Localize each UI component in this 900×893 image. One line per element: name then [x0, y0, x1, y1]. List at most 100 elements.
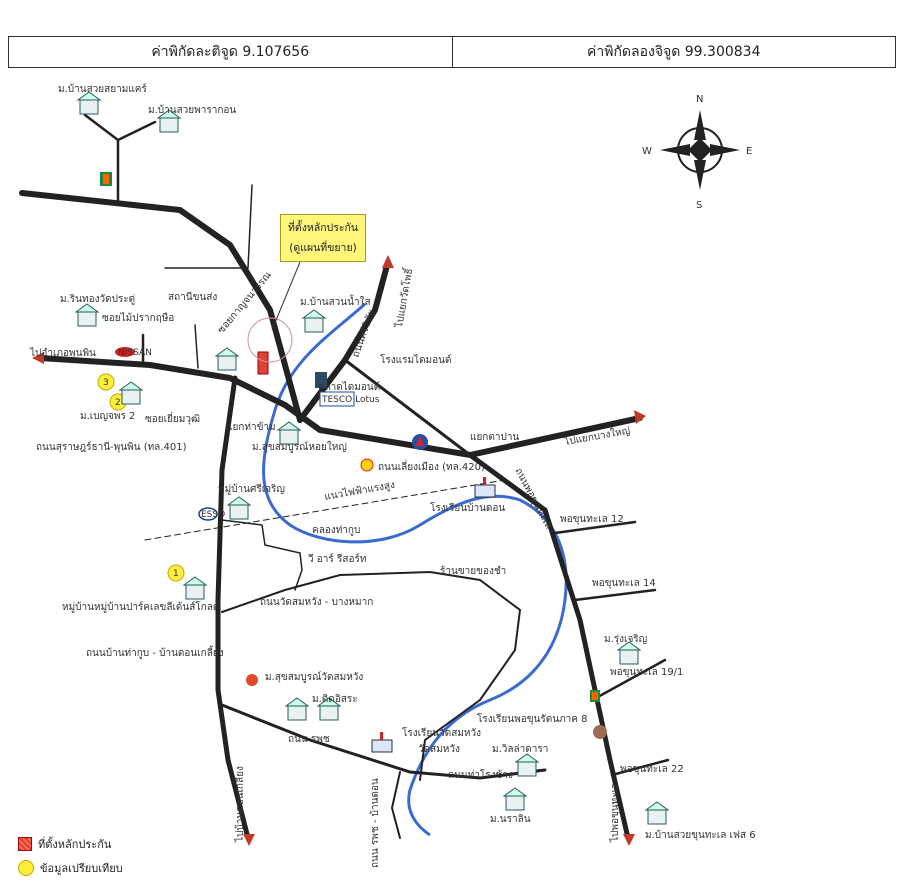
tesco-logo — [319, 391, 355, 407]
label-village-suanamai: ม.บ้านสวนน้ำใส — [300, 294, 371, 308]
nissan-logo — [115, 347, 135, 357]
label-road-liangmuang: ถนนเลี่ยงเมือง (ทล.420) — [378, 459, 485, 473]
house-icon — [514, 753, 540, 777]
house-icon — [74, 303, 100, 327]
label-to-phochun: ไปพอขุนทะเล — [609, 783, 621, 843]
label-soi-yiamkun: ซอยเยี่ยมวุฒิ — [145, 411, 200, 425]
road-diamond — [343, 358, 472, 457]
road-phochun12 — [553, 520, 637, 535]
marker-3: 3 — [103, 378, 109, 388]
compass-s: S — [696, 200, 702, 211]
esso-label: ESSO — [201, 510, 225, 520]
latitude-label: ค่าพิกัดละติจูด 9.107656 — [151, 44, 310, 60]
landmark-icon — [593, 725, 607, 739]
label-market-diamond: ตลาดไดมอนด์ — [318, 381, 380, 393]
road-north-west — [19, 190, 303, 423]
arrow-donkliang — [243, 834, 255, 846]
label-village-chuchat: ม.ติดอิสระ — [312, 694, 358, 705]
legend-row-collateral: ที่ตั้งหลักประกัน — [18, 834, 123, 854]
label-phochun22: พอขุนทะเล 22 — [620, 764, 684, 775]
compass-e: E — [746, 146, 752, 157]
brand-logos: NISSAN ESSO TESCO Lotus — [100, 172, 607, 739]
esso-logo — [198, 507, 218, 521]
label-village-villa: ม.วิลล่าดารา — [492, 744, 548, 755]
label-phochun14: พอขุนทะเล 14 — [592, 578, 656, 589]
collateral-circle — [247, 317, 293, 363]
map-legend: ที่ตั้งหลักประกัน ข้อมูลเปรียบเทียบ — [18, 834, 123, 882]
coordinate-table: ค่าพิกัดละติจูด 9.107656 ค่าพิกัดลองจิจู… — [8, 36, 896, 68]
label-soi-prakrit: ซอยไม้ปรากฤษือ — [102, 312, 174, 324]
house-icon — [156, 109, 182, 133]
marker-1: 1 — [173, 569, 179, 579]
label-village-sukmanee: ม.สุขสมบูรณ์หอยใหญ่ — [252, 441, 347, 453]
road-watsamwang — [221, 570, 522, 781]
label-road-watsamwang: ถนนวัดสมหวัง - บางหมาก — [260, 597, 373, 608]
house-icon — [284, 697, 310, 721]
school-icons — [371, 477, 496, 753]
label-village-sukmanee2: ม.สุขสมบูรณ์วัดสมหวัง — [265, 671, 363, 683]
arrow-watpho — [382, 255, 394, 268]
comparison-swatch-icon — [18, 860, 34, 876]
road-phochun14 — [573, 588, 657, 602]
road-phochun19 — [594, 658, 667, 700]
label-village-suanpraknon: ม.บ้านสวยพารากอน — [148, 104, 236, 116]
label-school-phochun: โรงเรียนพอขุนรัตนภาค 8 — [477, 712, 588, 725]
road-upper-branch-r — [116, 120, 157, 142]
arrow-bangyai — [634, 410, 646, 424]
road-soi-kanjan — [194, 324, 199, 369]
label-wat-samwang: วัดสมหวัง — [418, 744, 460, 755]
compass-rose: N S E W — [642, 94, 752, 211]
house-icon — [214, 347, 240, 371]
road-north-spur — [164, 184, 253, 269]
collateral-callout: ที่ตั้งหลักประกัน (ดูแผนที่ขยาย) — [280, 214, 366, 262]
label-road-rpch: ถนน รพช — [288, 734, 330, 745]
collateral-swatch-icon — [18, 837, 32, 851]
road-srivichai — [297, 259, 391, 423]
road-phochun22 — [610, 758, 670, 777]
label-to-donkliang: ไปบ้านดอนเกลี้ยง — [232, 766, 246, 843]
label-junction-thakhanon: แยกท่าข้าม — [226, 421, 276, 433]
house-icon — [316, 697, 342, 721]
label-road-rpch2: ถนน รพช - บ้านดอน — [369, 778, 381, 868]
house-icon — [118, 381, 144, 405]
label-shrine: ร้านขายของชำ — [440, 565, 506, 577]
direction-arrows — [32, 255, 646, 846]
label-village-phase6: ม.บ้านสวยขุนทะเล เฟส 6 — [645, 829, 756, 841]
label-to-watpho: ไปแยกวัดโพธิ์ — [391, 266, 416, 330]
label-village-thasuan: หมู่บ้านศรีเจริญ — [218, 483, 285, 495]
label-road-thakup: ถนนบ้านท่ากูบ - บ้านดอนเกลี้ยง — [86, 645, 224, 659]
label-school-thakhum: โรงเรียนบ้านดอน — [430, 501, 505, 514]
river — [262, 302, 568, 837]
house-icon — [276, 421, 302, 445]
school-icon — [474, 477, 496, 498]
compass-w: W — [642, 146, 652, 157]
road-hv-line — [144, 479, 506, 541]
house-icon — [182, 576, 208, 600]
legend-row-comparison: ข้อมูลเปรียบเทียบ — [18, 858, 123, 878]
label-khlong-thakup: คลองท่ากูบ — [312, 525, 360, 536]
road-inner — [221, 519, 303, 591]
legend-comparison-label: ข้อมูลเปรียบเทียบ — [40, 862, 123, 875]
road-west — [215, 375, 251, 841]
road-network — [19, 113, 670, 841]
school-icon — [371, 732, 393, 753]
callout-subtitle: (ดูแผนที่ขยาย) — [289, 242, 357, 254]
label-road-401: ถนนสุราษฎร์ธานี-พุนพิน (ทล.401) — [36, 441, 187, 453]
hotel-icon — [315, 372, 327, 388]
label-village-park: หมู่บ้านหมู่บ้านปาร์คเลขลีเด้นส์โกลด์ — [62, 600, 219, 613]
house-icon — [616, 641, 642, 665]
tesco-label: TESCO Lotus — [321, 395, 380, 405]
label-to-phunphin: ไปอำเภอพุนพิน — [29, 347, 96, 359]
house-icon — [76, 91, 102, 115]
label-phochun12: พอขุนทะเล 12 — [560, 514, 624, 525]
shell-logo — [360, 458, 374, 472]
road-phochun — [467, 452, 631, 841]
marker-2: 2 — [115, 398, 121, 408]
label-hotel-diamond: โรงแรมไดมอนด์ — [380, 353, 451, 366]
comparison-markers: 3 2 1 — [97, 373, 185, 582]
arrow-phochun — [623, 834, 635, 846]
collateral-marker — [257, 351, 269, 375]
label-highvoltage: แนวไฟฟ้าแรงสูง — [323, 479, 396, 503]
label-phochun19: พอขุนทะเล 19/1 — [610, 667, 683, 678]
